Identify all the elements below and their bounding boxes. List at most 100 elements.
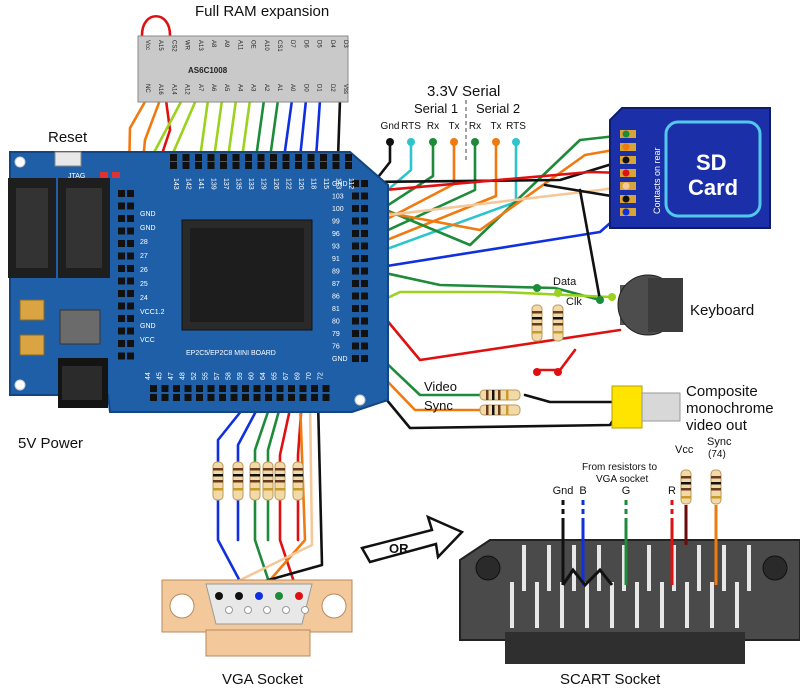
composite-label-1: Composite — [686, 383, 758, 400]
serial-pin-dot — [471, 138, 479, 146]
ram-pin-label: A2 — [263, 84, 269, 92]
wire-ram-vcc-loop — [140, 15, 172, 37]
board-pin-label: 141 — [197, 178, 204, 190]
header-pin — [118, 315, 125, 322]
board-pin-label: 118 — [310, 178, 317, 189]
resistors — [212, 284, 722, 505]
header-pin — [253, 394, 261, 401]
header-pin — [288, 385, 295, 392]
scart-vcc-label: Vcc — [675, 444, 694, 456]
vga-screw-hole — [321, 593, 347, 619]
board-pin-label: 26 — [140, 267, 148, 274]
sd-card-note: Contacts on rear — [652, 147, 662, 214]
resistor-band — [553, 311, 563, 314]
capacitor — [19, 299, 45, 321]
header-pin — [118, 252, 125, 260]
wire-ram-black — [336, 98, 342, 160]
keyboard-connector: Data Clk Keyboard — [553, 274, 754, 336]
vga-pin — [215, 592, 223, 600]
header-pin — [127, 327, 134, 335]
resistor-band — [532, 323, 542, 326]
rca-plug-tail — [641, 392, 681, 422]
power-jack-inner — [62, 366, 102, 400]
header-pin — [288, 394, 295, 401]
vga-pin — [301, 606, 309, 614]
kb-data-pin — [596, 296, 604, 304]
header-pin — [257, 154, 265, 161]
ram-chip-label: AS6C1008 — [188, 66, 228, 75]
board-pin-label: 65 — [272, 372, 279, 380]
board-pin-label: 93 — [332, 244, 340, 251]
header-pin — [282, 162, 290, 169]
resistor-band — [233, 474, 243, 477]
resistor-band — [553, 317, 563, 320]
composite-label-2: monochrome — [686, 400, 774, 417]
header-pin — [127, 190, 134, 197]
sync-label: Sync — [424, 398, 453, 413]
header-pin — [311, 385, 318, 392]
header-left — [118, 190, 134, 360]
kb-clk-pin — [608, 293, 616, 301]
scart-pin — [610, 582, 614, 628]
header-pin — [295, 154, 302, 161]
wire-kb-black — [578, 188, 602, 302]
or-label: OR — [389, 541, 409, 556]
serial-pin-dot — [512, 138, 520, 146]
ram-pin-label: D5 — [316, 40, 322, 48]
scart-pin — [510, 582, 514, 628]
header-pin — [352, 267, 359, 275]
sd-card-title-2: Card — [688, 175, 738, 200]
vga-pins — [215, 592, 309, 614]
header-pin — [361, 180, 368, 187]
header-pin — [173, 385, 180, 392]
vga-d-shell — [205, 583, 313, 625]
scart-pin — [535, 582, 539, 628]
header-pin — [182, 162, 190, 169]
scart-sync-label: Sync — [707, 436, 732, 448]
wire-serial-tx2 — [360, 140, 498, 252]
ram-pin-label: OE — [250, 40, 256, 49]
header-pin — [361, 355, 368, 362]
board-pin-label: 59 — [237, 372, 244, 380]
header-pin — [127, 240, 134, 247]
serial-pin-label: Tx — [448, 121, 459, 132]
scart-wires — [561, 500, 718, 588]
vga-screw-hole — [169, 593, 195, 619]
resistor-band — [250, 480, 260, 483]
serial-pin-dot — [386, 138, 394, 146]
resistor-band — [275, 474, 285, 477]
vga-shell — [205, 629, 311, 657]
resistor-band — [492, 390, 495, 400]
header-pin — [352, 342, 359, 350]
as-connector-inner — [66, 188, 102, 268]
ram-pin-label: A4 — [236, 84, 242, 92]
serial-pin-dot — [450, 138, 458, 146]
header-pin — [299, 385, 307, 392]
board-pin-label: 133 — [247, 178, 254, 190]
wire-kb-res-red — [535, 348, 577, 372]
wire-ram-lime-6 — [240, 98, 252, 160]
serial-pin-dot — [429, 138, 437, 146]
header-pin — [320, 154, 327, 161]
header-pin — [118, 190, 125, 197]
scart-pin — [747, 545, 751, 591]
header-pin — [276, 394, 284, 401]
wire-vga-peach — [228, 398, 314, 587]
ram-pin-label: A16 — [157, 84, 163, 95]
resistor-band — [263, 468, 273, 471]
resistor-band — [233, 488, 243, 491]
board-pin-label: 67 — [283, 372, 290, 380]
header-pin — [220, 162, 227, 169]
header-pin — [361, 242, 368, 250]
resistor-band — [486, 405, 489, 415]
board-pin-label: 143 — [172, 178, 179, 190]
header-pin — [195, 154, 202, 161]
sd-contact-dot — [622, 182, 630, 190]
header-pin — [118, 352, 125, 360]
header-pin — [361, 205, 368, 212]
board-pin-label: 58 — [226, 372, 233, 380]
resistor-band — [250, 488, 260, 491]
ram-pin-label: Vss — [342, 84, 348, 94]
